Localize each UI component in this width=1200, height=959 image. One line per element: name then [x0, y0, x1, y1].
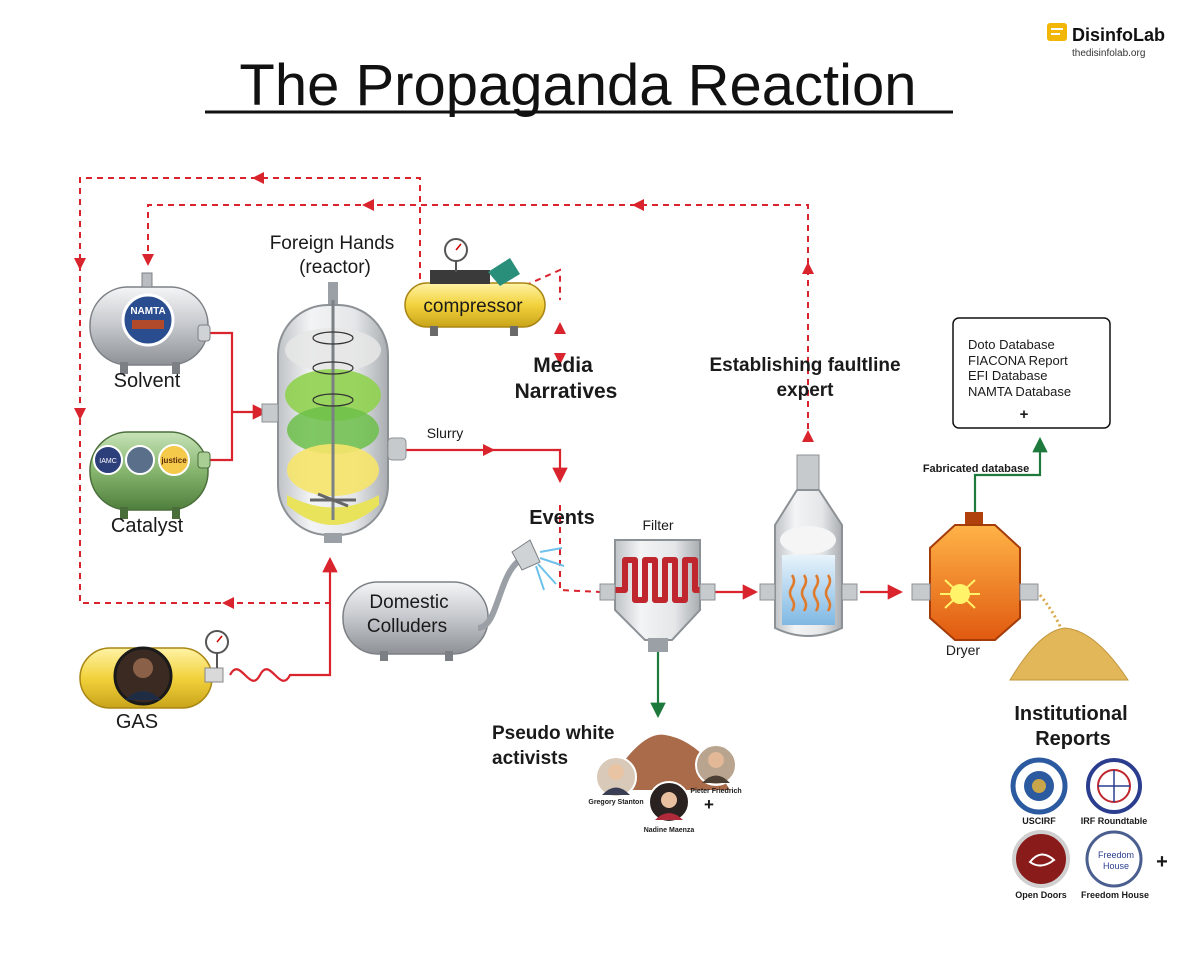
- fabricated-database-label: Fabricated database: [923, 463, 1029, 475]
- svg-text:IAMC: IAMC: [99, 458, 117, 465]
- flow-arrowheads: [483, 353, 566, 456]
- media-label-line2: Narratives: [515, 380, 618, 403]
- activist-portrait-maenza: [648, 781, 690, 823]
- org-label: IRF Roundtable: [1081, 816, 1148, 826]
- irf-roundtable-logo: [1086, 758, 1142, 814]
- institutional-label-line2: Reports: [1035, 728, 1111, 750]
- freedom-house-logo: Freedom House: [1085, 830, 1143, 888]
- institutions-more: +: [1156, 851, 1168, 873]
- database-item: Doto Database: [968, 337, 1055, 352]
- domestic-label-line2: Colluders: [367, 616, 447, 637]
- gas-tank: [79, 630, 229, 709]
- brand-name: DisinfoLab: [1072, 25, 1165, 45]
- database-item: FIACONA Report: [968, 353, 1068, 368]
- catalyst-tank: IAMC justice: [89, 431, 211, 519]
- database-box: Doto Database FIACONA Report EFI Databas…: [952, 317, 1111, 429]
- institutional-label-line1: Institutional: [1014, 703, 1127, 725]
- media-label-line1: Media: [533, 354, 593, 377]
- page-title: The Propaganda Reaction: [239, 53, 916, 118]
- activist-portrait-stanton: [595, 756, 637, 798]
- events-label: Events: [529, 507, 595, 529]
- tank-feed-line: [210, 331, 234, 462]
- filter-unit: [599, 539, 716, 652]
- uscirf-logo: [1010, 757, 1068, 815]
- svg-text:justice: justice: [160, 456, 187, 465]
- iamc-badge: [93, 445, 123, 475]
- crystallizer-unit: [759, 454, 858, 637]
- slurry-line: [405, 448, 568, 484]
- reactor-label: (reactor): [299, 257, 371, 278]
- compressor-unit: [404, 238, 546, 336]
- pseudo-label-line2: activists: [492, 748, 568, 769]
- dryer-rays: [940, 579, 980, 609]
- pseudo-label-line1: Pseudo white: [492, 723, 614, 744]
- solid-flow-lines: [210, 331, 904, 682]
- activist-portrait-friedrich: [695, 744, 737, 786]
- catalyst-badge-2: [125, 445, 155, 475]
- activists-more: +: [704, 795, 714, 814]
- activist-name: Pieter Friedrich: [690, 788, 741, 795]
- open-doors-logo: [1012, 830, 1070, 888]
- outer-feedback-loop: [79, 177, 421, 604]
- catalyst-label: Catalyst: [111, 515, 184, 537]
- database-item: EFI Database: [968, 368, 1048, 383]
- gas-label: GAS: [116, 711, 158, 733]
- solvent-label: Solvent: [114, 370, 181, 392]
- slurry-label: Slurry: [427, 425, 464, 441]
- foreign-hands-label: Foreign Hands: [270, 233, 395, 254]
- compressor-label: compressor: [423, 296, 523, 317]
- spray: [535, 547, 565, 591]
- dryer-label: Dryer: [946, 642, 981, 658]
- events-to-filter-line: [559, 505, 601, 593]
- disinfolab-logo-icon: [1047, 23, 1067, 41]
- org-label: Freedom House: [1081, 890, 1149, 900]
- org-label: Open Doors: [1015, 890, 1067, 900]
- org-label: USCIRF: [1022, 816, 1056, 826]
- brand-url: thedisinfolab.org: [1072, 48, 1145, 59]
- dryer-to-database-line: [973, 436, 1048, 515]
- powder-pile: [1009, 594, 1129, 681]
- activist-name: Gregory Stanton: [588, 799, 643, 806]
- dryer-unit: [911, 512, 1039, 641]
- gas-coil-line: [229, 556, 338, 682]
- database-more: +: [1020, 406, 1029, 423]
- solvent-tank: NAMTA: [89, 272, 211, 374]
- filter-label: Filter: [642, 517, 673, 533]
- justice-badge: [158, 444, 190, 476]
- domestic-label-line1: Domestic: [369, 592, 448, 613]
- reactor-vessel: [261, 282, 407, 543]
- faultline-label-line2: expert: [776, 380, 834, 401]
- green-lines: [650, 436, 1048, 719]
- svg-text:NAMTA: NAMTA: [130, 306, 165, 317]
- database-item: NAMTA Database: [968, 384, 1071, 399]
- svg-text:House: House: [1103, 861, 1129, 871]
- inner-feedback-loop: [147, 204, 809, 440]
- loop-arrowheads: [74, 172, 814, 609]
- crystal-coils: [788, 574, 832, 612]
- sprayer-nozzle: [511, 539, 541, 571]
- disinfolab-logo: DisinfoLab thedisinfolab.org: [1047, 23, 1165, 59]
- svg-text:Freedom: Freedom: [1098, 850, 1134, 860]
- domestic-colluders-tank: [342, 539, 565, 661]
- faultline-label-line1: Establishing faultline: [709, 355, 900, 376]
- activist-name: Nadine Maenza: [644, 827, 695, 834]
